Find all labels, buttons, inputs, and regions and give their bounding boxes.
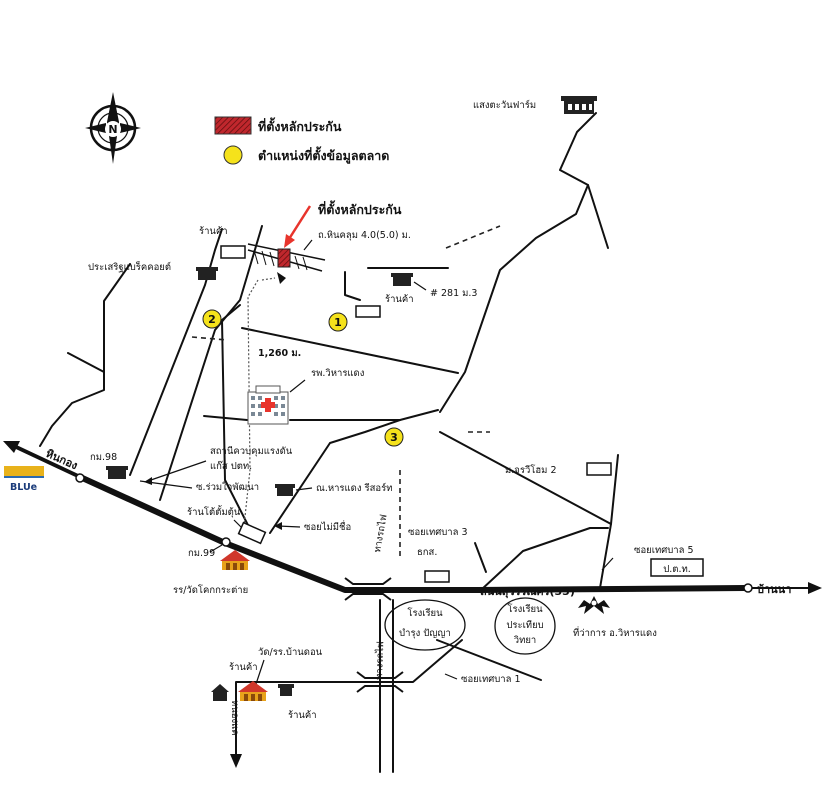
railway-label-south: ทางรถไฟ	[373, 641, 386, 680]
soi-muni1-label: ซอยเทศบาล 1	[461, 674, 521, 685]
baac-label: ธกส.	[417, 547, 437, 558]
legend-market-label: ตำแหน่งที่ตั้งข้อมูลตลาด	[258, 146, 389, 164]
svg-text:BLUe: BLUe	[10, 482, 37, 493]
ban-na-label: บ้านนา	[757, 583, 791, 596]
soi-ruamjai-label: ซ.ร่วมใจพัฒนา	[196, 481, 259, 493]
soi-no-name-label: ซอยไม่มีชื่อ	[304, 520, 351, 533]
svg-text:บำรุง ปัญญา: บำรุง ปัญญา	[399, 628, 451, 639]
rail-crossing-north	[344, 577, 392, 601]
svg-text:วิทยา: วิทยา	[513, 635, 536, 646]
collateral-site	[253, 248, 308, 284]
legend-collateral-swatch	[214, 116, 252, 135]
soi-muni5-label: ซอยเทศบาล 5	[634, 545, 694, 556]
jarawee-box	[586, 462, 612, 476]
school-prathiab: โรงเรียน ประเทียบ วิทยา	[494, 597, 556, 655]
farm-icon	[561, 96, 597, 114]
market-marker-1: 1	[328, 312, 348, 332]
nong-khae-label: หนองแค	[229, 700, 240, 736]
shop-top-label: ร้านค้า	[199, 226, 228, 237]
shop-bl1-icon	[211, 684, 229, 701]
prasert-building-icon	[196, 267, 218, 280]
school-bamrung: โรงเรียน บำรุง ปัญญา	[384, 599, 466, 651]
legend-collateral-label: ที่ตั้งหลักประกัน	[258, 117, 342, 134]
jarawee-label: ม.จรวีโฮม 2	[505, 464, 557, 476]
road-name-label: ถนนสุวรรณศร(33)	[480, 585, 575, 599]
legend-market-swatch	[223, 145, 243, 165]
km99-label: กม.99	[188, 548, 215, 559]
tharnraeng-label: ณ.หารแดง รีสอร์ท	[316, 482, 392, 494]
km98-building-icon	[106, 466, 128, 479]
compass: N	[85, 92, 141, 164]
distance-note: 1,260 ม.	[258, 348, 301, 359]
shop-sangsa-box	[237, 521, 267, 545]
svg-text:3: 3	[390, 431, 398, 444]
svg-text:โรงเรียน: โรงเรียน	[507, 603, 543, 615]
compass-north-label: N	[108, 123, 117, 136]
km98-label: กม.98	[90, 452, 117, 463]
soi-muni3-label: ซอยเทศบาล 3	[408, 527, 468, 538]
shop-bl2-icon	[278, 684, 294, 696]
road-width-note: ถ.หินคลุม 4.0(5.0) ม.	[318, 230, 411, 241]
blue-logo: BLUe	[4, 466, 44, 493]
shop-bl2-label: ร้านค้า	[288, 710, 317, 721]
shop-sangsa-label: ร้านโต้ตั้มตุ้น	[187, 505, 241, 518]
tharnraeng-building-icon	[275, 484, 295, 496]
shop-top-box	[220, 245, 246, 259]
rail-crossing-south	[356, 671, 404, 693]
svg-text:ประเทียบ: ประเทียบ	[506, 619, 543, 631]
svg-text:2: 2	[208, 313, 216, 326]
temple-icon	[220, 550, 250, 570]
gas-station-label-1: สถานีควบคุมแรงดัน	[210, 445, 293, 457]
market-marker-2: 2	[202, 309, 222, 329]
railway-label: ทางรถไฟ	[371, 513, 390, 553]
gas-station-label-2: แก๊ส ปตท.	[210, 460, 252, 472]
hospital-label: รพ.วิหารแดง	[311, 368, 364, 379]
highway-33	[3, 441, 822, 594]
collateral-arrow	[287, 205, 312, 240]
baac-box	[424, 570, 450, 583]
house-281-label: # 281 ม.3	[430, 288, 477, 299]
district-office-emblem-icon	[578, 596, 610, 614]
farm-label: แสงตะวันฟาร์ม	[473, 99, 536, 111]
shop-mid-label: ร้านค้า	[385, 294, 414, 305]
house-281-icon	[391, 273, 413, 286]
prasert-label: ประเสริฐแบร็คคอยต์	[88, 260, 171, 273]
temple-school-2-label: วัด/รร.บ้านดอน	[258, 647, 323, 658]
district-office-label: ที่ว่าการ อ.วิหารแดง	[573, 626, 657, 639]
collateral-callout: ที่ตั้งหลักประกัน	[318, 200, 402, 217]
shop-mid-box	[355, 305, 381, 318]
temple-2-icon	[238, 681, 268, 701]
svg-text:1: 1	[334, 316, 342, 329]
hospital-icon	[247, 385, 289, 425]
shop-bl1-label: ร้านค้า	[229, 662, 258, 673]
ptt-label: ป.ต.ท.	[663, 564, 691, 575]
temple-school-label: รร/วัดโคกกระต่าย	[173, 584, 248, 596]
market-marker-3: 3	[384, 427, 404, 447]
ptt-box	[650, 558, 704, 577]
svg-text:โรงเรียน: โรงเรียน	[407, 607, 443, 619]
